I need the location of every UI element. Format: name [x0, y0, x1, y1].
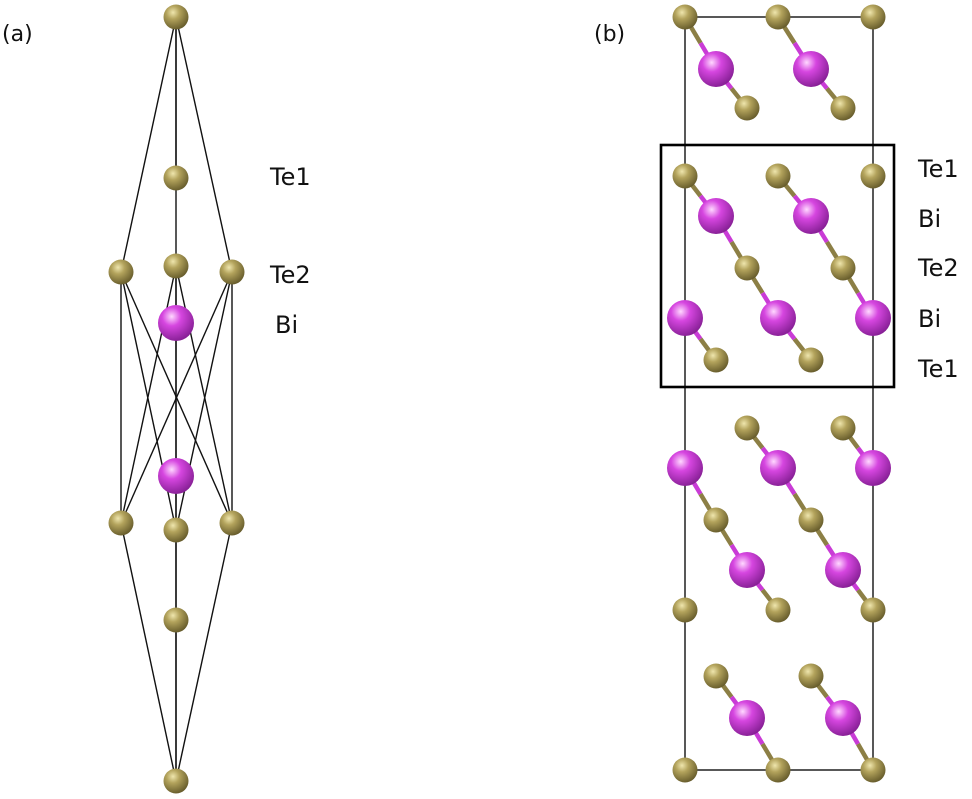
- te-atom-b-35: [672, 757, 698, 783]
- te-atom-a-1: [163, 165, 189, 191]
- bi-atom-a-5: [158, 305, 194, 341]
- quintuple-layer-highlight-box: [659, 143, 896, 389]
- bi-atom-b-23: [855, 450, 891, 486]
- label-bi-upper: Bi: [918, 205, 941, 233]
- te-atom-b-37: [860, 757, 886, 783]
- te-atom-a-8: [163, 517, 189, 543]
- te-atom-b-24: [703, 507, 729, 533]
- bi-atom-b-11: [793, 198, 829, 234]
- panel-b-label: (b): [594, 22, 625, 47]
- te-atom-a-10: [163, 607, 189, 633]
- te-atom-b-18: [798, 347, 824, 373]
- te-atom-b-29: [765, 597, 791, 623]
- te-atom-b-36: [765, 757, 791, 783]
- te-atom-b-8: [765, 163, 791, 189]
- bi-atom-b-26: [729, 552, 765, 588]
- bi-atom-b-15: [760, 300, 796, 336]
- te-atom-b-1: [765, 4, 791, 30]
- label-te1-bottom: Te1: [917, 355, 959, 383]
- panel-a-rhombohedral-cell: (a) Te1 Te2 Bi: [2, 4, 311, 794]
- panel-a-label: (a): [2, 22, 33, 47]
- te-atom-a-7: [108, 510, 134, 536]
- te-atom-a-3: [163, 253, 189, 279]
- label-te2-b: Te2: [917, 254, 959, 282]
- panel-a-cell-edges: [120, 16, 233, 782]
- te-atom-b-25: [798, 507, 824, 533]
- label-te2: Te2: [269, 261, 311, 289]
- te-atom-b-7: [672, 163, 698, 189]
- bi-atom-b-3: [698, 51, 734, 87]
- te-atom-a-2: [108, 259, 134, 285]
- panel-b-cell-outline: [684, 16, 874, 771]
- te-atom-a-9: [219, 510, 245, 536]
- te-atom-b-20: [830, 415, 856, 441]
- label-bi-lower: Bi: [918, 305, 941, 333]
- panel-b-atoms: [667, 4, 891, 783]
- te-atom-b-19: [734, 415, 760, 441]
- te-atom-b-13: [830, 255, 856, 281]
- te-atom-b-6: [830, 95, 856, 121]
- bi-atom-b-16: [855, 300, 891, 336]
- te-atom-b-9: [860, 163, 886, 189]
- te-atom-a-0: [163, 4, 189, 30]
- label-te1: Te1: [269, 163, 311, 191]
- te-atom-b-28: [672, 597, 698, 623]
- bi-atom-b-33: [729, 700, 765, 736]
- bi-atom-b-34: [825, 700, 861, 736]
- te-atom-b-31: [703, 663, 729, 689]
- label-te1-top: Te1: [917, 155, 959, 183]
- bi-atom-b-22: [760, 450, 796, 486]
- te-atom-b-17: [703, 347, 729, 373]
- panel-b-bonds: [683, 15, 875, 772]
- te-atom-b-2: [860, 4, 886, 30]
- label-bi: Bi: [275, 311, 298, 339]
- bi-atom-a-6: [158, 458, 194, 494]
- panel-a-atoms: [108, 4, 245, 794]
- panel-b-hexagonal-cell: (b) Te1 Bi Te2 Bi Te1: [594, 4, 959, 783]
- bi-atom-b-27: [825, 552, 861, 588]
- te-atom-b-32: [798, 663, 824, 689]
- bi-atom-b-10: [698, 198, 734, 234]
- te-atom-b-12: [734, 255, 760, 281]
- te-atom-b-30: [860, 597, 886, 623]
- te-atom-a-11: [163, 768, 189, 794]
- bi-atom-b-4: [793, 51, 829, 87]
- te-atom-a-4: [219, 259, 245, 285]
- te-atom-b-0: [672, 4, 698, 30]
- bi-atom-b-14: [667, 300, 703, 336]
- bi-atom-b-21: [667, 450, 703, 486]
- te-atom-b-5: [734, 95, 760, 121]
